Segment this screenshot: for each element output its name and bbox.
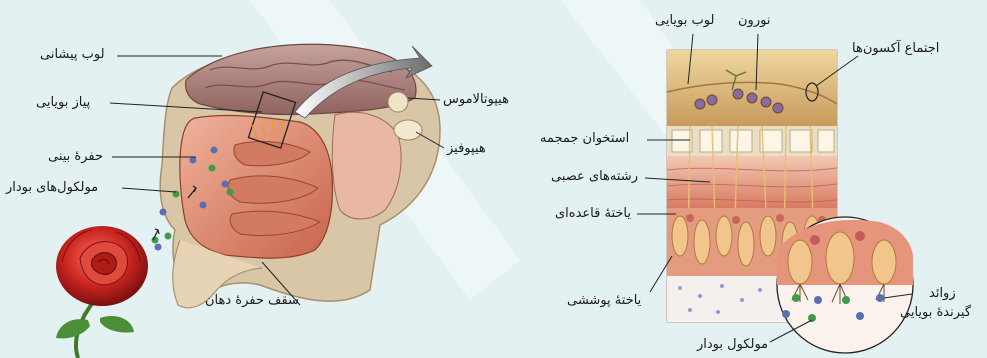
label-nerve-fibers: رشته‌های عصبی — [551, 170, 638, 183]
label-olfactory-lobe: لوب بویایی — [655, 14, 714, 27]
head-cross-section — [152, 44, 441, 308]
hypothalamus-shape — [388, 92, 408, 112]
label-frontal-lobe: لوب پیشانی — [40, 48, 105, 61]
label-axon-convergence: اجتماع آکسون‌ها — [852, 42, 939, 55]
label-neuron: نورون — [738, 14, 770, 27]
label-olfactory-bulb: پیاز بویایی — [36, 96, 90, 109]
label-odor-molecule: مولکول بودار — [697, 338, 768, 351]
label-pituitary: هیپوفیز — [447, 142, 486, 155]
label-receptor-cilia-2: گیرندهٔ بویایی — [900, 306, 971, 319]
label-mouth-roof: سقف حفرهٔ دهان — [205, 294, 299, 307]
label-odor-molecules: مولکول‌های بودار — [6, 181, 98, 194]
pituitary-shape — [394, 120, 422, 140]
frontal-lobe-shape — [186, 44, 416, 114]
label-hypothalamus: هیپوتالاموس — [443, 93, 509, 106]
rose-flower-icon — [56, 226, 148, 358]
label-basal-cell: یاختهٔ قاعده‌ای — [555, 207, 631, 220]
label-nasal-cavity: حفرهٔ بینی — [48, 150, 103, 163]
label-skull-bone: استخوان جمجمه — [540, 132, 629, 145]
magnified-receptor-circle — [777, 217, 913, 353]
label-receptor-cilia-1: زوائد — [929, 287, 956, 300]
label-epithelial-cell: یاختهٔ پوششی — [567, 294, 641, 307]
